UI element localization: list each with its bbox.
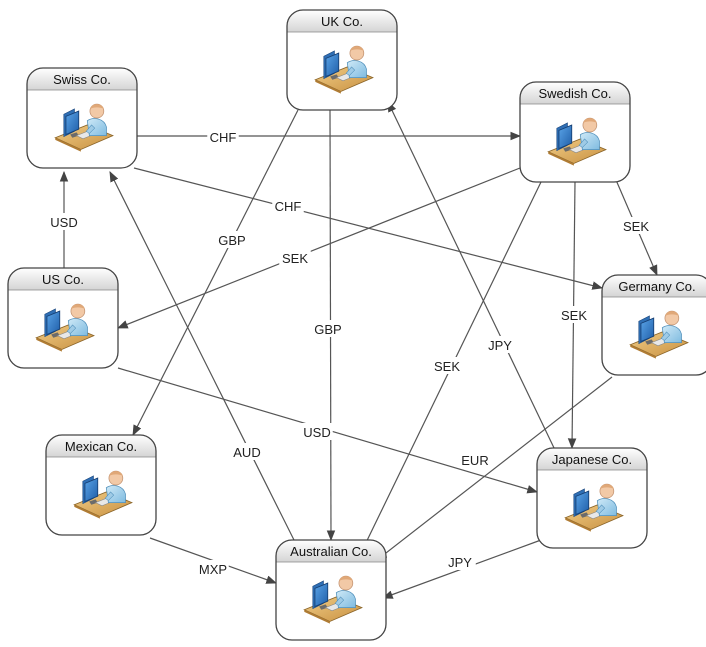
node-swiss[interactable]: Swiss Co. [26, 67, 138, 169]
node-border [286, 9, 398, 111]
edge-label-swedish-to-australian: SEK [434, 359, 460, 374]
edge-japanese-to-uk [387, 101, 556, 451]
edge-label-bg [279, 249, 311, 266]
edge-label-bg [272, 197, 304, 214]
node-border [45, 434, 157, 536]
node-title-bar [46, 435, 156, 457]
edge-label-bg [207, 128, 239, 145]
node-title-bar [537, 448, 647, 470]
node-border [536, 447, 648, 549]
node-title: Japanese Co. [552, 452, 632, 467]
node-border [26, 67, 138, 169]
edge-label-bg [216, 231, 248, 248]
labels-layer: CHF CHF USD USD GBP GBP SEK SEK SEK SEK JPY JPY AUD E… [48, 128, 652, 577]
node-title: Mexican Co. [65, 439, 137, 454]
edge-label-australian-to-swiss: AUD [233, 445, 260, 460]
node-border [275, 539, 387, 641]
edge-label-uk-to-australian: GBP [314, 322, 341, 337]
node-box [46, 435, 156, 535]
edge-label-bg [301, 423, 333, 440]
edge-label-bg [484, 336, 516, 353]
edge-germany-to-australian [376, 376, 613, 561]
edge-label-us-to-japanese: USD [303, 425, 330, 440]
node-title: Swedish Co. [539, 86, 612, 101]
nodes-layer: UK Co. Swiss Co. Swedish Co. US Co. Germany … [7, 9, 706, 641]
edge-label-swiss-to-swedish: CHF [210, 130, 237, 145]
node-box [287, 10, 397, 110]
node-uk[interactable]: UK Co. [286, 9, 398, 111]
edge-label-swiss-to-germany: CHF [275, 199, 302, 214]
edge-label-mexican-to-australian: MXP [199, 562, 227, 577]
node-title-bar [27, 68, 137, 90]
node-box [276, 540, 386, 640]
node-germany[interactable]: Germany Co. [601, 274, 706, 376]
node-border [7, 267, 119, 369]
node-border [601, 274, 706, 376]
node-swedish[interactable]: Swedish Co. [519, 81, 631, 183]
edge-label-swedish-to-germany: SEK [623, 219, 649, 234]
edge-label-uk-to-mexican: GBP [218, 233, 245, 248]
node-japanese[interactable]: Japanese Co. [536, 447, 648, 549]
edge-australian-to-swiss [109, 171, 295, 541]
edge-label-bg [197, 560, 229, 577]
edge-label-bg [459, 451, 491, 468]
edge-label-us-to-swiss: USD [50, 215, 77, 230]
edge-label-bg [558, 306, 590, 323]
node-border [519, 81, 631, 183]
edge-swedish-to-us [116, 167, 521, 329]
node-title: Swiss Co. [53, 72, 111, 87]
node-title: US Co. [42, 272, 84, 287]
edge-label-bg [231, 443, 263, 460]
node-title-bar [276, 540, 386, 562]
node-box [520, 82, 630, 182]
node-box [537, 448, 647, 548]
node-title: UK Co. [321, 14, 363, 29]
node-box [27, 68, 137, 168]
node-us[interactable]: US Co. [7, 267, 119, 369]
node-mexican[interactable]: Mexican Co. [45, 434, 157, 536]
edge-label-swedish-to-japanese: SEK [561, 308, 587, 323]
edge-label-germany-to-australian: EUR [461, 453, 488, 468]
node-title-bar [287, 10, 397, 32]
edge-label-japanese-to-uk: JPY [488, 338, 512, 353]
edge-label-japanese-to-australian: JPY [448, 555, 472, 570]
edge-uk-to-mexican [132, 109, 299, 436]
node-title: Germany Co. [618, 279, 695, 294]
node-title-bar [8, 268, 118, 290]
edge-label-bg [312, 320, 344, 337]
edge-label-bg [620, 217, 652, 234]
edge-label-swedish-to-us: SEK [282, 251, 308, 266]
edge-label-bg [444, 553, 476, 570]
node-box [8, 268, 118, 368]
node-australian[interactable]: Australian Co. [275, 539, 387, 641]
edge-label-bg [48, 213, 80, 230]
node-title-bar [520, 82, 630, 104]
node-title: Australian Co. [290, 544, 372, 559]
edge-label-bg [431, 357, 463, 374]
node-title-bar [602, 275, 706, 297]
